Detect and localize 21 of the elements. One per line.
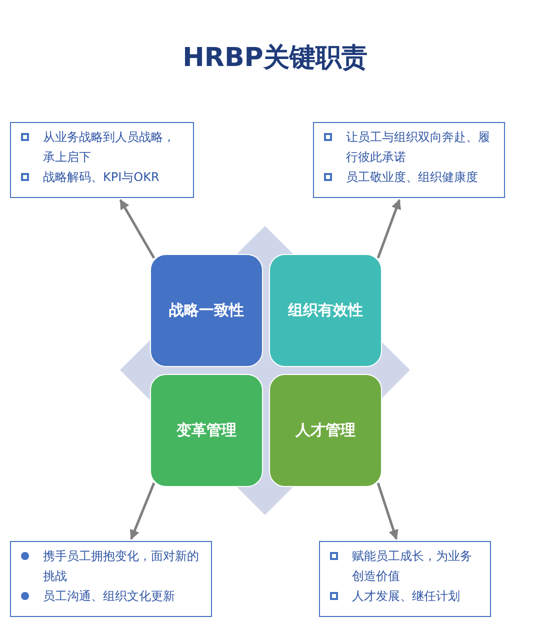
bullet-text: 赋能员工成长，为业务创造价值: [352, 548, 473, 585]
arrow: [376, 482, 398, 540]
arrow: [119, 199, 156, 259]
rounded-square: 组织有效性: [269, 254, 382, 367]
text-box: [10, 122, 194, 198]
text-box: [319, 541, 491, 617]
rounded-square: 变革管理: [150, 374, 263, 487]
arrow: [376, 199, 401, 258]
text-box: [10, 541, 212, 617]
bullet-text: 战略解码、KPI与OKR: [43, 169, 160, 186]
title: HRBP关键职责: [182, 42, 368, 75]
bullet-text: 员工敬业度、组织健康度: [346, 169, 478, 186]
rounded-square: 人才管理: [269, 374, 382, 487]
bullet-text: 员工沟通、组织文化更新: [43, 588, 175, 605]
bullet-text: 人才发展、继任计划: [352, 588, 460, 605]
bullet-text: 从业务战略到人员战略，承上启下: [43, 129, 176, 166]
bullet-text: 让员工与组织双向奔赴、履行彼此承诺: [346, 129, 491, 166]
bullet-text: 携手员工拥抱变化，面对新的挑战: [43, 548, 200, 585]
text-box: [313, 122, 505, 198]
rounded-square: 战略一致性: [150, 254, 263, 367]
arrow: [130, 482, 156, 540]
